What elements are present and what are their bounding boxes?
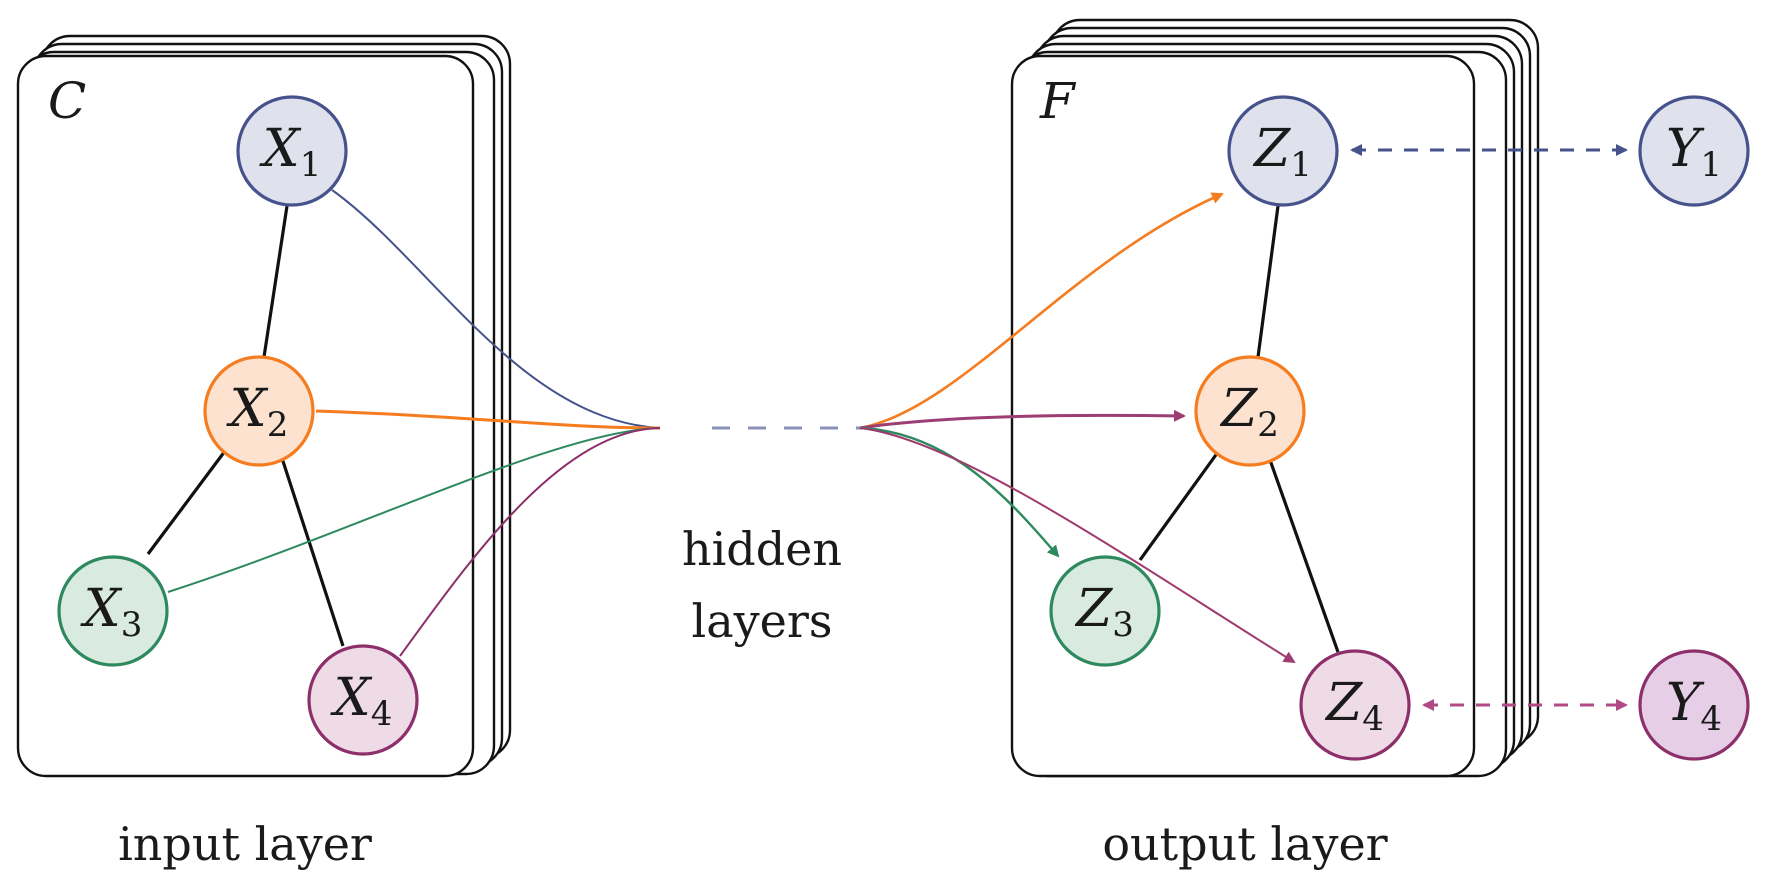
node-z4-circle <box>1299 649 1411 761</box>
node-x2: X2 <box>203 355 315 467</box>
node-y4: Y4 <box>1638 649 1750 761</box>
edge-z2-z4 <box>1268 459 1340 653</box>
node-x3-label: X3 <box>80 579 143 645</box>
node-x1-circle <box>236 95 348 207</box>
input-layer-group: C X1 X2 X3 <box>16 34 661 871</box>
node-x3-circle <box>57 555 169 667</box>
node-x1: X1 <box>236 95 348 207</box>
arrow-hidden-z2 <box>859 409 1186 430</box>
node-z1: Z1 <box>1227 95 1339 207</box>
output-corner-label: F <box>1039 72 1077 130</box>
node-y1-label: Y1 <box>1666 119 1722 185</box>
node-x4: X4 <box>307 644 419 756</box>
node-x4-label: X4 <box>330 668 393 734</box>
node-x2-circle <box>203 355 315 467</box>
node-z1-circle <box>1227 95 1339 207</box>
hidden-label-line2: layers <box>692 594 833 648</box>
node-x1-label: X1 <box>259 119 322 185</box>
node-x3: X3 <box>57 555 169 667</box>
targets-group: Y1 Y4 <box>1350 95 1750 761</box>
input-corner-label: C <box>48 72 86 130</box>
node-y1: Y1 <box>1638 95 1750 207</box>
node-y4-label: Y4 <box>1666 673 1722 739</box>
edge-x1-hidden <box>331 189 661 429</box>
node-x4-circle <box>307 644 419 756</box>
node-y4-circle <box>1638 649 1750 761</box>
node-z3: Z3 <box>1049 555 1161 667</box>
arrow-hidden-z1 <box>859 192 1224 430</box>
hidden-layers-group: hidden layers <box>682 426 860 648</box>
output-layer-group: F Z1 Z2 Z3 <box>859 18 1540 871</box>
node-z3-label: Z3 <box>1074 579 1134 645</box>
input-layer-caption: input layer <box>118 817 372 871</box>
edge-x3-hidden <box>167 427 661 593</box>
edge-z1-z2 <box>1256 205 1280 358</box>
node-z1-label: Z1 <box>1252 119 1312 185</box>
node-x2-label: X2 <box>226 379 289 445</box>
output-layer-caption: output layer <box>1102 817 1387 871</box>
node-z2-circle <box>1194 355 1306 467</box>
node-y1-circle <box>1638 95 1750 207</box>
node-z4-label: Z4 <box>1324 673 1384 739</box>
edge-z2-z3 <box>1138 451 1220 561</box>
edge-x1-x2 <box>262 205 289 358</box>
hidden-label-line1: hidden <box>682 522 842 576</box>
node-z2-label: Z2 <box>1219 379 1279 445</box>
node-z4: Z4 <box>1299 649 1411 761</box>
arrow-hidden-z4 <box>859 427 1296 664</box>
node-z3-circle <box>1049 555 1161 667</box>
node-z2: Z2 <box>1194 355 1306 467</box>
edge-x2-x3 <box>146 446 230 555</box>
arrow-hidden-z3 <box>859 426 1060 558</box>
edge-x4-hidden <box>399 427 661 657</box>
edge-x2-x4 <box>278 451 345 647</box>
edge-x2-hidden <box>315 409 661 430</box>
